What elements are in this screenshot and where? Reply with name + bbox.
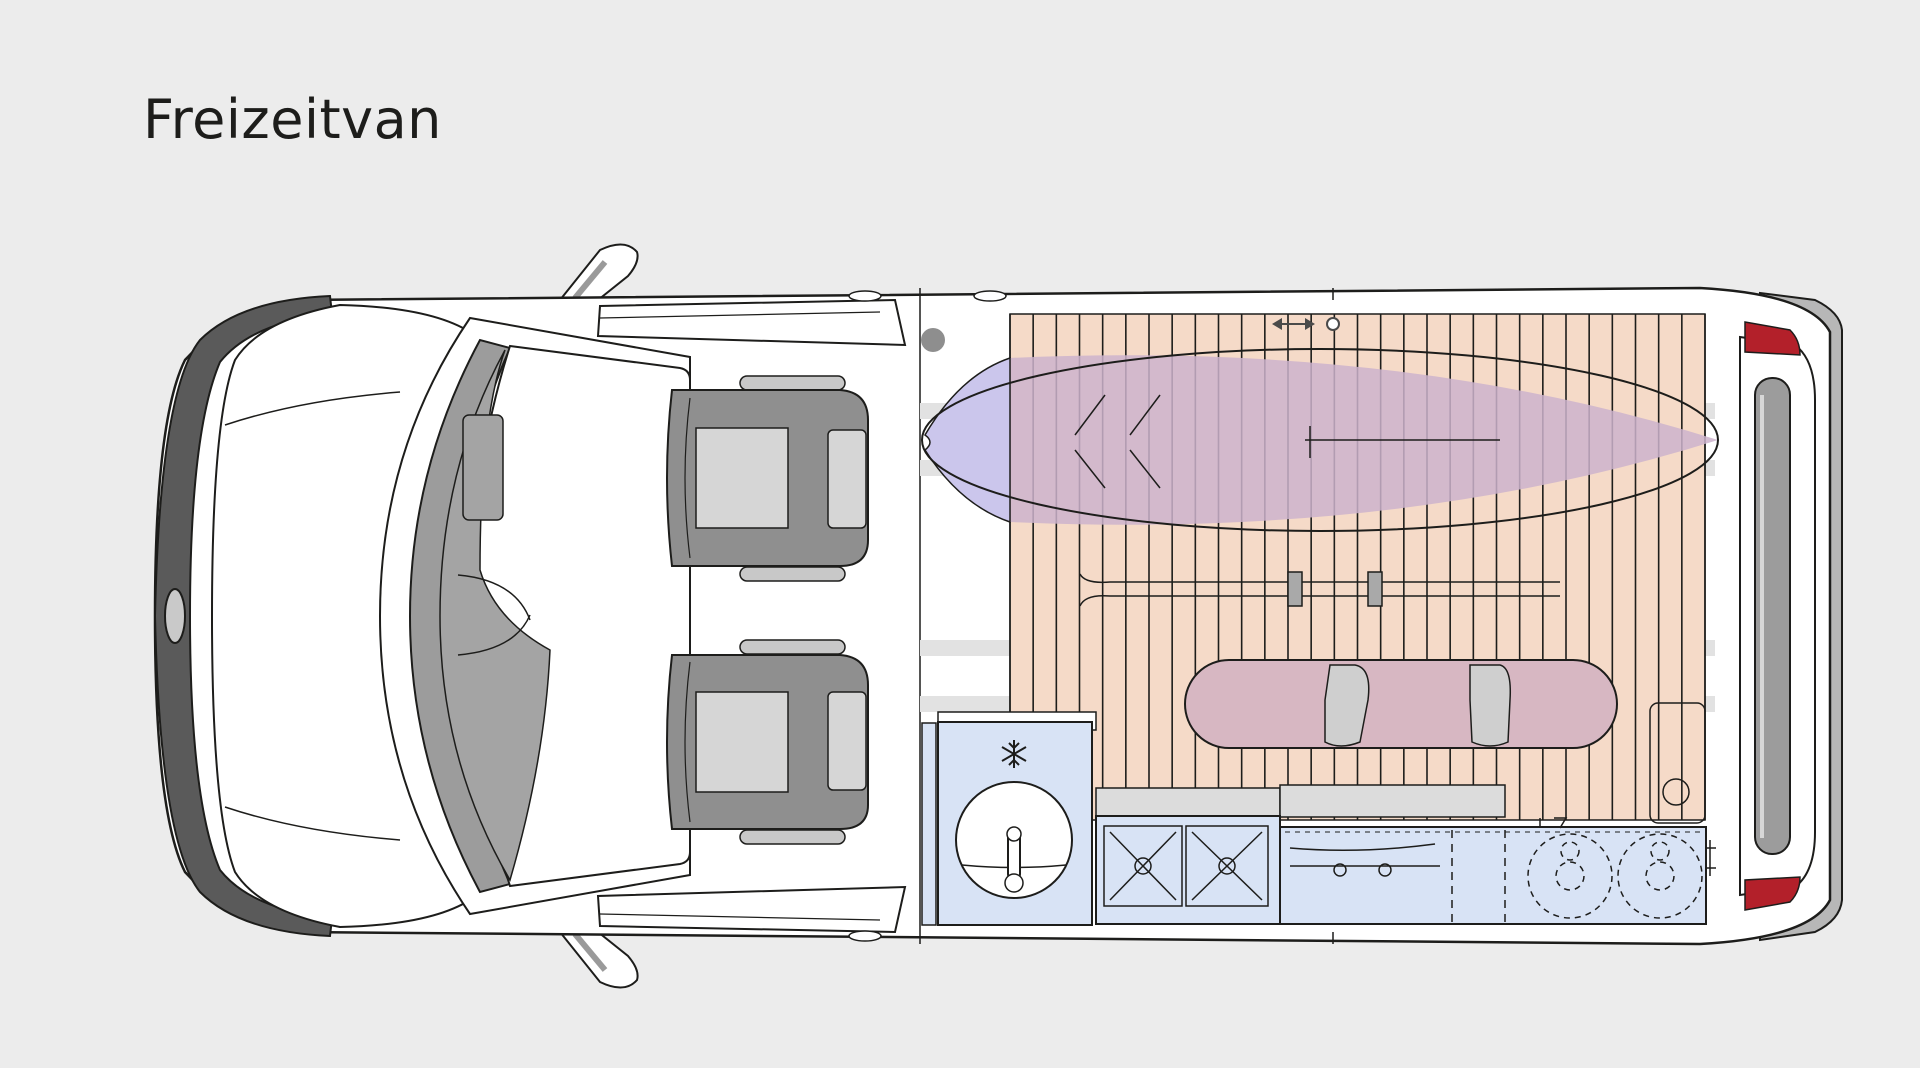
driver-seat <box>666 375 869 582</box>
right-mirror <box>557 931 639 989</box>
door-handle <box>973 290 1007 302</box>
right-front-door <box>596 885 907 934</box>
cooktop <box>1095 815 1281 925</box>
storage-cabinet <box>1279 817 1716 925</box>
surfboard <box>921 348 1719 532</box>
front-emblem <box>164 588 186 644</box>
snowboard <box>1184 659 1618 749</box>
dash-display <box>462 414 504 521</box>
kitchen-countertop <box>1279 784 1506 818</box>
left-mirror <box>557 243 639 301</box>
fridge-sink-unit <box>921 711 1097 926</box>
gas-burner-icon <box>1109 831 1177 901</box>
fuel-cap-icon <box>921 328 945 352</box>
left-front-door <box>596 298 907 347</box>
snowflake-icon <box>1001 740 1027 768</box>
gas-bottle-icon <box>1617 833 1703 919</box>
sink-icon <box>955 781 1073 899</box>
passenger-seat <box>666 639 869 845</box>
kitchen-countertop <box>1095 787 1281 817</box>
door-handle <box>848 290 882 302</box>
gas-bottle-icon <box>1527 833 1613 919</box>
skis <box>1079 571 1560 607</box>
page-title: Freizeitvan <box>143 88 442 151</box>
double-arrow-icon <box>1272 317 1340 331</box>
right-tail-light <box>1744 876 1801 911</box>
door-handle <box>848 930 882 942</box>
gas-burner-icon <box>1191 831 1263 901</box>
left-tail-light <box>1744 321 1801 356</box>
rear-storage-box <box>1649 702 1706 824</box>
